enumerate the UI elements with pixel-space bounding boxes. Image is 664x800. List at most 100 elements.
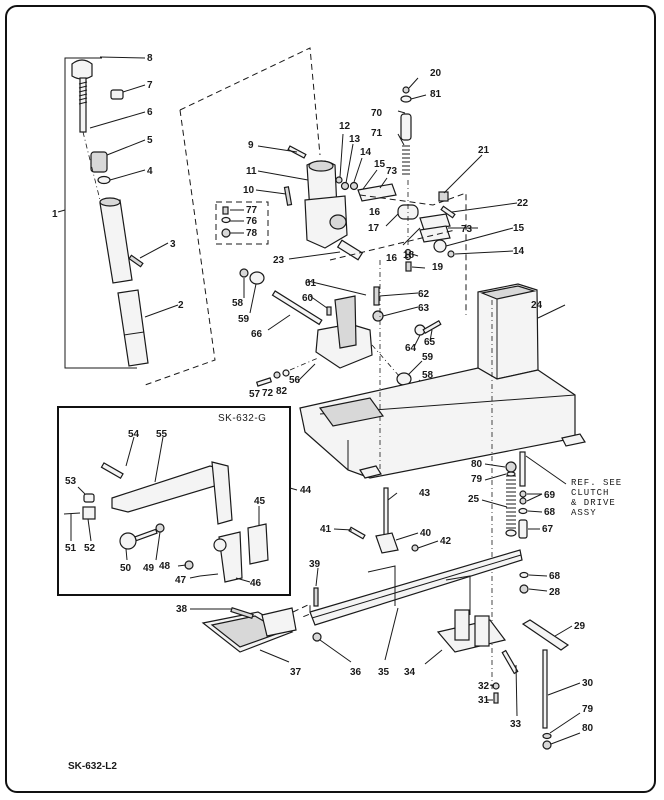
callout: 79 xyxy=(582,704,594,715)
nut-28 xyxy=(519,584,529,594)
callout: 64 xyxy=(405,343,417,354)
callout: 71 xyxy=(371,128,383,139)
block-52 xyxy=(82,506,96,520)
callout: 17 xyxy=(368,223,380,234)
shaft-66 xyxy=(271,290,323,326)
callout: 23 xyxy=(273,255,285,266)
pin-3 xyxy=(128,254,144,268)
callout: 12 xyxy=(339,121,351,132)
inset-sk-632-g: SK-632-G xyxy=(57,406,298,596)
callout: 80 xyxy=(582,723,594,734)
dashed-frame-right xyxy=(359,192,467,315)
callout: 22 xyxy=(517,198,529,209)
nut-13 xyxy=(340,181,350,191)
upright-column xyxy=(477,283,539,380)
callout: 9 xyxy=(248,140,254,151)
lower-tube-2 xyxy=(117,289,149,367)
callout: 61 xyxy=(305,278,317,289)
nut-80-lower xyxy=(542,740,552,750)
callout: 73 xyxy=(386,166,398,177)
callout: 39 xyxy=(309,559,321,570)
callout: 32 xyxy=(478,681,490,692)
nut-20 xyxy=(402,86,410,94)
inset-code: SK-632-G xyxy=(218,413,266,424)
washer-79 xyxy=(506,471,516,477)
washer-4 xyxy=(97,175,111,185)
callout: 77 xyxy=(246,205,258,216)
callout: 3 xyxy=(170,239,176,250)
washer-68-lower xyxy=(519,571,529,579)
callout: 48 xyxy=(159,561,171,572)
callout: 76 xyxy=(246,216,258,227)
key-53 xyxy=(83,493,95,503)
pivot-bracket-34 xyxy=(436,619,507,653)
pin-41 xyxy=(348,526,366,540)
callout: 16 xyxy=(386,253,398,264)
callout: 25 xyxy=(468,494,480,505)
arm-55 xyxy=(111,465,229,513)
nut-36 xyxy=(312,632,322,642)
rod-30 xyxy=(542,649,548,729)
plate-45 xyxy=(247,523,269,565)
nut-48 xyxy=(184,560,194,570)
ref-note-line-3: & DRIVE xyxy=(571,498,616,508)
callout: 73 xyxy=(461,224,473,235)
pin-33 xyxy=(501,649,519,675)
callout: 24 xyxy=(531,300,543,311)
bolt-47 xyxy=(199,573,219,577)
callout: 15 xyxy=(513,223,525,234)
callout: 31 xyxy=(478,695,490,706)
callout: 54 xyxy=(128,429,140,440)
callout: 70 xyxy=(371,108,383,119)
knob-50 xyxy=(119,532,137,550)
pin-60 xyxy=(326,306,332,316)
callout: 47 xyxy=(175,575,187,586)
callout: 41 xyxy=(320,524,332,535)
pivot-base-assembly xyxy=(239,268,442,393)
shaft-23 xyxy=(336,239,364,261)
spring-25 xyxy=(506,475,516,529)
bolt-77 xyxy=(222,206,229,215)
upper-linkage xyxy=(215,77,518,315)
drawing-border xyxy=(5,5,656,793)
callout: 59 xyxy=(238,314,250,325)
washer-49 xyxy=(155,523,165,533)
washer-81 xyxy=(400,95,412,103)
callout: 67 xyxy=(542,524,554,535)
callout: 46 xyxy=(250,578,262,589)
assembly-bracket-1 xyxy=(64,57,137,369)
bolt-31 xyxy=(493,692,499,704)
callout: 34 xyxy=(404,667,416,678)
nut-78 xyxy=(221,228,231,238)
callout: 43 xyxy=(419,488,431,499)
callout: 5 xyxy=(147,135,153,146)
callout: 44 xyxy=(300,485,312,496)
callout: 8 xyxy=(147,53,153,64)
pin-22 xyxy=(440,205,456,219)
pedal-arm-35 xyxy=(309,549,523,626)
pin-10 xyxy=(283,186,293,206)
housing-block xyxy=(304,195,348,249)
callout: 59 xyxy=(422,352,434,363)
callout: 18 xyxy=(403,250,415,261)
callout: 56 xyxy=(289,375,301,386)
bolt-62 xyxy=(373,286,380,306)
callout: 51 xyxy=(65,543,77,554)
screw-51 xyxy=(63,512,81,515)
base-housing xyxy=(299,367,576,479)
clevis-40 xyxy=(375,532,399,554)
pin-38 xyxy=(230,606,254,620)
left-shaft-assembly xyxy=(57,56,179,369)
callout: 78 xyxy=(246,228,258,239)
callout: 68 xyxy=(544,507,556,518)
callout: 15 xyxy=(374,159,386,170)
callout: 6 xyxy=(147,107,153,118)
callout: 68 xyxy=(549,571,561,582)
inset-border xyxy=(57,406,291,596)
bolt-19 xyxy=(405,261,412,272)
washer-79-lower xyxy=(542,732,552,740)
callout: 50 xyxy=(120,563,132,574)
callout: 60 xyxy=(302,293,314,304)
housing-opening xyxy=(318,397,385,427)
callout: 4 xyxy=(147,166,153,177)
